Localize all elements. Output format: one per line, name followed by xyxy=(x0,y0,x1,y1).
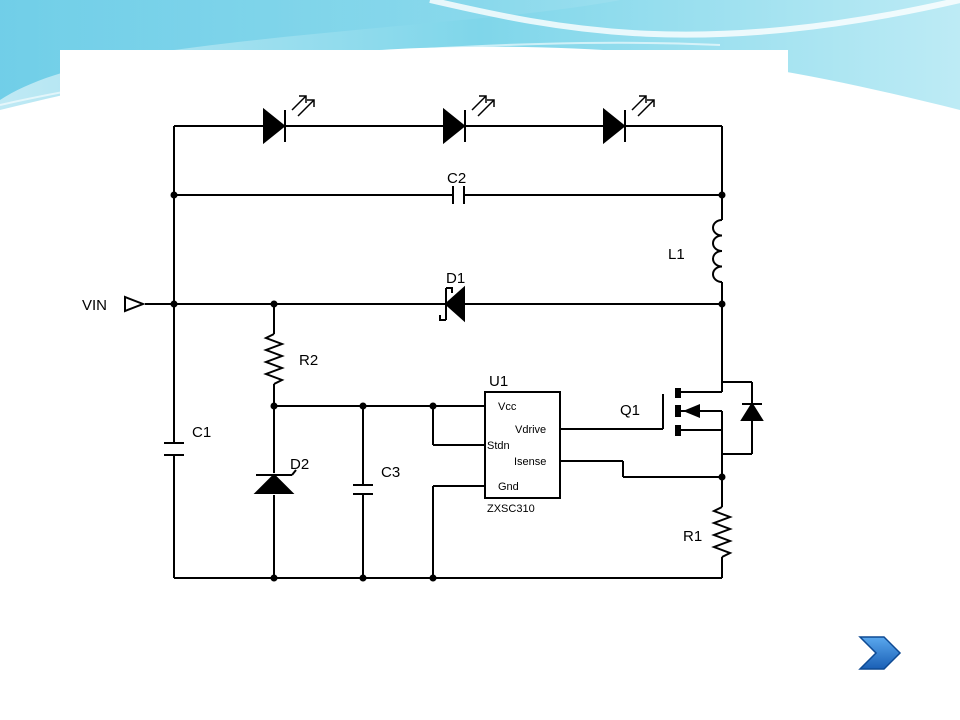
resistor-r1 xyxy=(711,506,733,558)
led-1 xyxy=(263,95,315,145)
pin-isense-label: Isense xyxy=(514,456,546,468)
junctions xyxy=(170,191,726,582)
c1-label: C1 xyxy=(192,424,211,441)
content-panel xyxy=(60,50,788,622)
q1-label: Q1 xyxy=(620,402,640,419)
ic-u1 xyxy=(484,391,561,499)
c3-label: C3 xyxy=(381,464,400,481)
chevron-right-icon xyxy=(858,636,902,670)
pin-stdn-label: Stdn xyxy=(487,440,510,452)
resistor-r2 xyxy=(263,333,285,385)
c2-label: C2 xyxy=(447,170,466,187)
l1-label: L1 xyxy=(668,246,685,263)
u1-label: U1 xyxy=(489,373,508,390)
pin-vcc-label: Vcc xyxy=(498,401,517,413)
vin-label: VIN xyxy=(82,297,107,314)
header-wave-line xyxy=(429,0,960,38)
next-slide-button[interactable] xyxy=(856,634,904,672)
d2-label: D2 xyxy=(290,456,309,473)
diode-d1 xyxy=(439,285,465,323)
wires xyxy=(145,125,723,579)
vin-port-icon xyxy=(124,295,146,313)
r1-label: R1 xyxy=(683,528,702,545)
r2-label: R2 xyxy=(299,352,318,369)
header-wave-front xyxy=(0,0,620,100)
zener-d2 xyxy=(253,469,297,494)
pin-vdrive-label: Vdrive xyxy=(515,424,546,436)
d1-label: D1 xyxy=(446,270,465,287)
led-3 xyxy=(603,95,655,145)
inductor-l1 xyxy=(712,219,723,283)
capacitor-c2 xyxy=(452,186,465,204)
capacitor-c3 xyxy=(353,484,373,495)
capacitor-c1 xyxy=(164,442,184,456)
pin-gnd-label: Gnd xyxy=(498,481,519,493)
ic-part-number: ZXSC310 xyxy=(487,503,535,515)
led-2 xyxy=(443,95,495,145)
mosfet-q1 xyxy=(662,381,764,455)
